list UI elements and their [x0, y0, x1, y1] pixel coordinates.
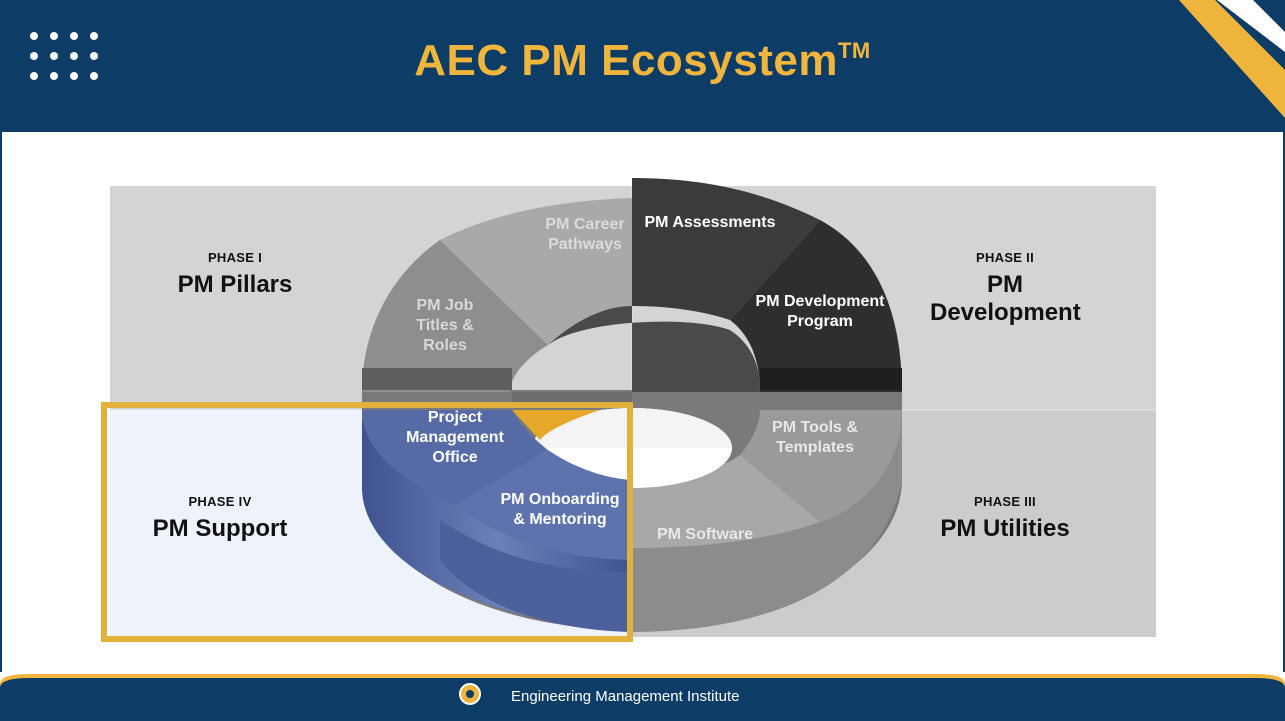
label-onboarding: PM Onboarding & Mentoring: [500, 491, 620, 528]
label-tools-templates: PM Tools & Templates: [772, 419, 858, 456]
phase-name: PM Support: [152, 515, 288, 542]
phase-name: PM Development: [930, 271, 1081, 326]
segment-job-titles: [362, 240, 548, 392]
phase-number: PHASE III: [974, 494, 1036, 509]
right-border: [1283, 132, 1285, 672]
trademark-mark: TM: [837, 38, 871, 63]
footer-text: Engineering Management Institute: [511, 688, 740, 705]
corner-ribbon-decoration: [1165, 0, 1285, 132]
page-title: AEC PM EcosystemTM: [414, 36, 871, 85]
phase-number: PHASE II: [975, 250, 1035, 265]
left-border: [0, 132, 2, 672]
phase-i-label: PHASE I PM Pillars: [140, 250, 330, 299]
label-development-program: PM Development Program: [755, 293, 885, 330]
segment-assessments: [632, 178, 820, 320]
phase-iii-label: PHASE III PM Utilities: [910, 494, 1100, 543]
segment-development-program: [730, 220, 902, 392]
institute-logo-icon: [459, 683, 481, 705]
label-career-pathways: PM Career Pathways: [545, 216, 625, 253]
header-bar: AEC PM EcosystemTM: [0, 0, 1285, 132]
label-software: PM Software: [656, 526, 753, 543]
dot-grid-icon: [30, 32, 114, 92]
phase-number: PHASE I: [207, 250, 263, 265]
label-pmo: Project Management Office: [406, 409, 504, 466]
segment-career-pathways: [440, 198, 632, 345]
segment-tools-templates: [740, 410, 902, 522]
phase-name: PM Pillars: [177, 271, 293, 298]
label-assessments: PM Assessments: [644, 214, 776, 231]
phase-ii-label: PHASE II PM Development: [910, 250, 1100, 327]
phase-iv-highlight-frame: [101, 402, 633, 642]
label-job-titles: PM Job Titles & Roles: [416, 297, 474, 354]
ecosystem-diagram: [101, 178, 1156, 642]
segment-pmo: [362, 410, 548, 505]
phase-name: PM Utilities: [940, 515, 1070, 542]
phase-iv-label: PHASE IV PM Support: [125, 494, 315, 543]
footer-bar: [0, 674, 1285, 721]
phase-number: PHASE IV: [188, 494, 252, 509]
segment-onboarding: [455, 450, 632, 560]
